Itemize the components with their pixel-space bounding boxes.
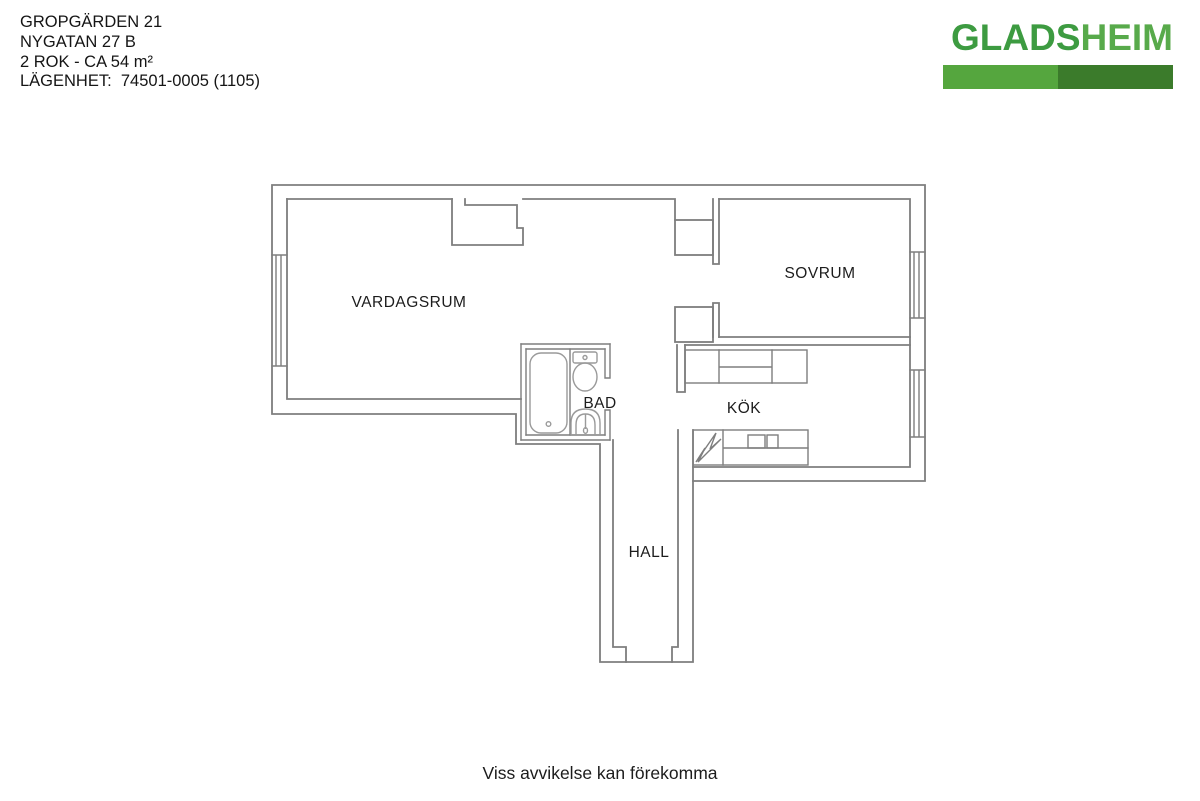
logo-text-secondary: HEIM [1080, 17, 1174, 58]
apartment-size: 2 ROK - CA 54 m² [20, 52, 153, 71]
window-sovrum [909, 251, 926, 319]
room-label-kok: KÖK [727, 399, 761, 417]
shaft-upper [674, 219, 714, 256]
exterior-walls [271, 184, 926, 663]
room-label-sovrum: SOVRUM [784, 265, 855, 282]
kitchen-counter-upper [684, 349, 808, 384]
logo-text-primary: GLADS [951, 17, 1081, 58]
window-kok [909, 369, 926, 438]
gladsheim-logo: GLADSHEIM [943, 19, 1173, 89]
property-header: GROPGÄRDEN 21 NYGATAN 27 B 2 ROK - CA 54… [20, 13, 260, 92]
room-label-bad: BAD [583, 395, 616, 412]
logo-bar-left [943, 65, 1058, 89]
logo-bar [943, 65, 1173, 89]
hall-wall-right [671, 429, 694, 663]
logo-wordmark: GLADSHEIM [943, 19, 1173, 56]
property-name: GROPGÄRDEN 21 [20, 13, 163, 31]
apartment-id: LÄGENHET: 74501-0005 (1105) [20, 72, 260, 91]
room-label-hall: HALL [629, 544, 670, 561]
street-address: NYGATAN 27 B [20, 32, 136, 51]
sink-unit-icon [766, 434, 779, 449]
bathroom-fixtures [529, 351, 601, 435]
shaft-lower [674, 306, 714, 343]
bathroom-walls [520, 343, 611, 441]
disclaimer-text: Viss avvikelse kan förekomma [482, 763, 718, 783]
windows [271, 251, 926, 438]
window-vardagsrum [271, 254, 288, 367]
bathroom-door-opening [604, 343, 611, 441]
sovrum-doorjamb-upper [712, 198, 720, 265]
kitchen-fixtures [684, 349, 809, 466]
room-labels: VARDAGSRUM SOVRUM BAD KÖK HALL [352, 265, 856, 561]
sink-icon [570, 408, 601, 435]
closet-recess [451, 198, 524, 246]
room-label-vardagsrum: VARDAGSRUM [352, 294, 467, 311]
stove-icon [747, 434, 766, 449]
lightning-bolt-icon [695, 432, 722, 463]
sovrum-doorjamb-lower [712, 302, 720, 338]
kitchen-counter-lower [692, 429, 809, 466]
kok-wall-left [676, 344, 686, 393]
hall-wall-left [612, 439, 627, 663]
bathtub-icon [529, 352, 568, 434]
logo-bar-right [1058, 65, 1173, 89]
toilet-icon [572, 351, 598, 392]
